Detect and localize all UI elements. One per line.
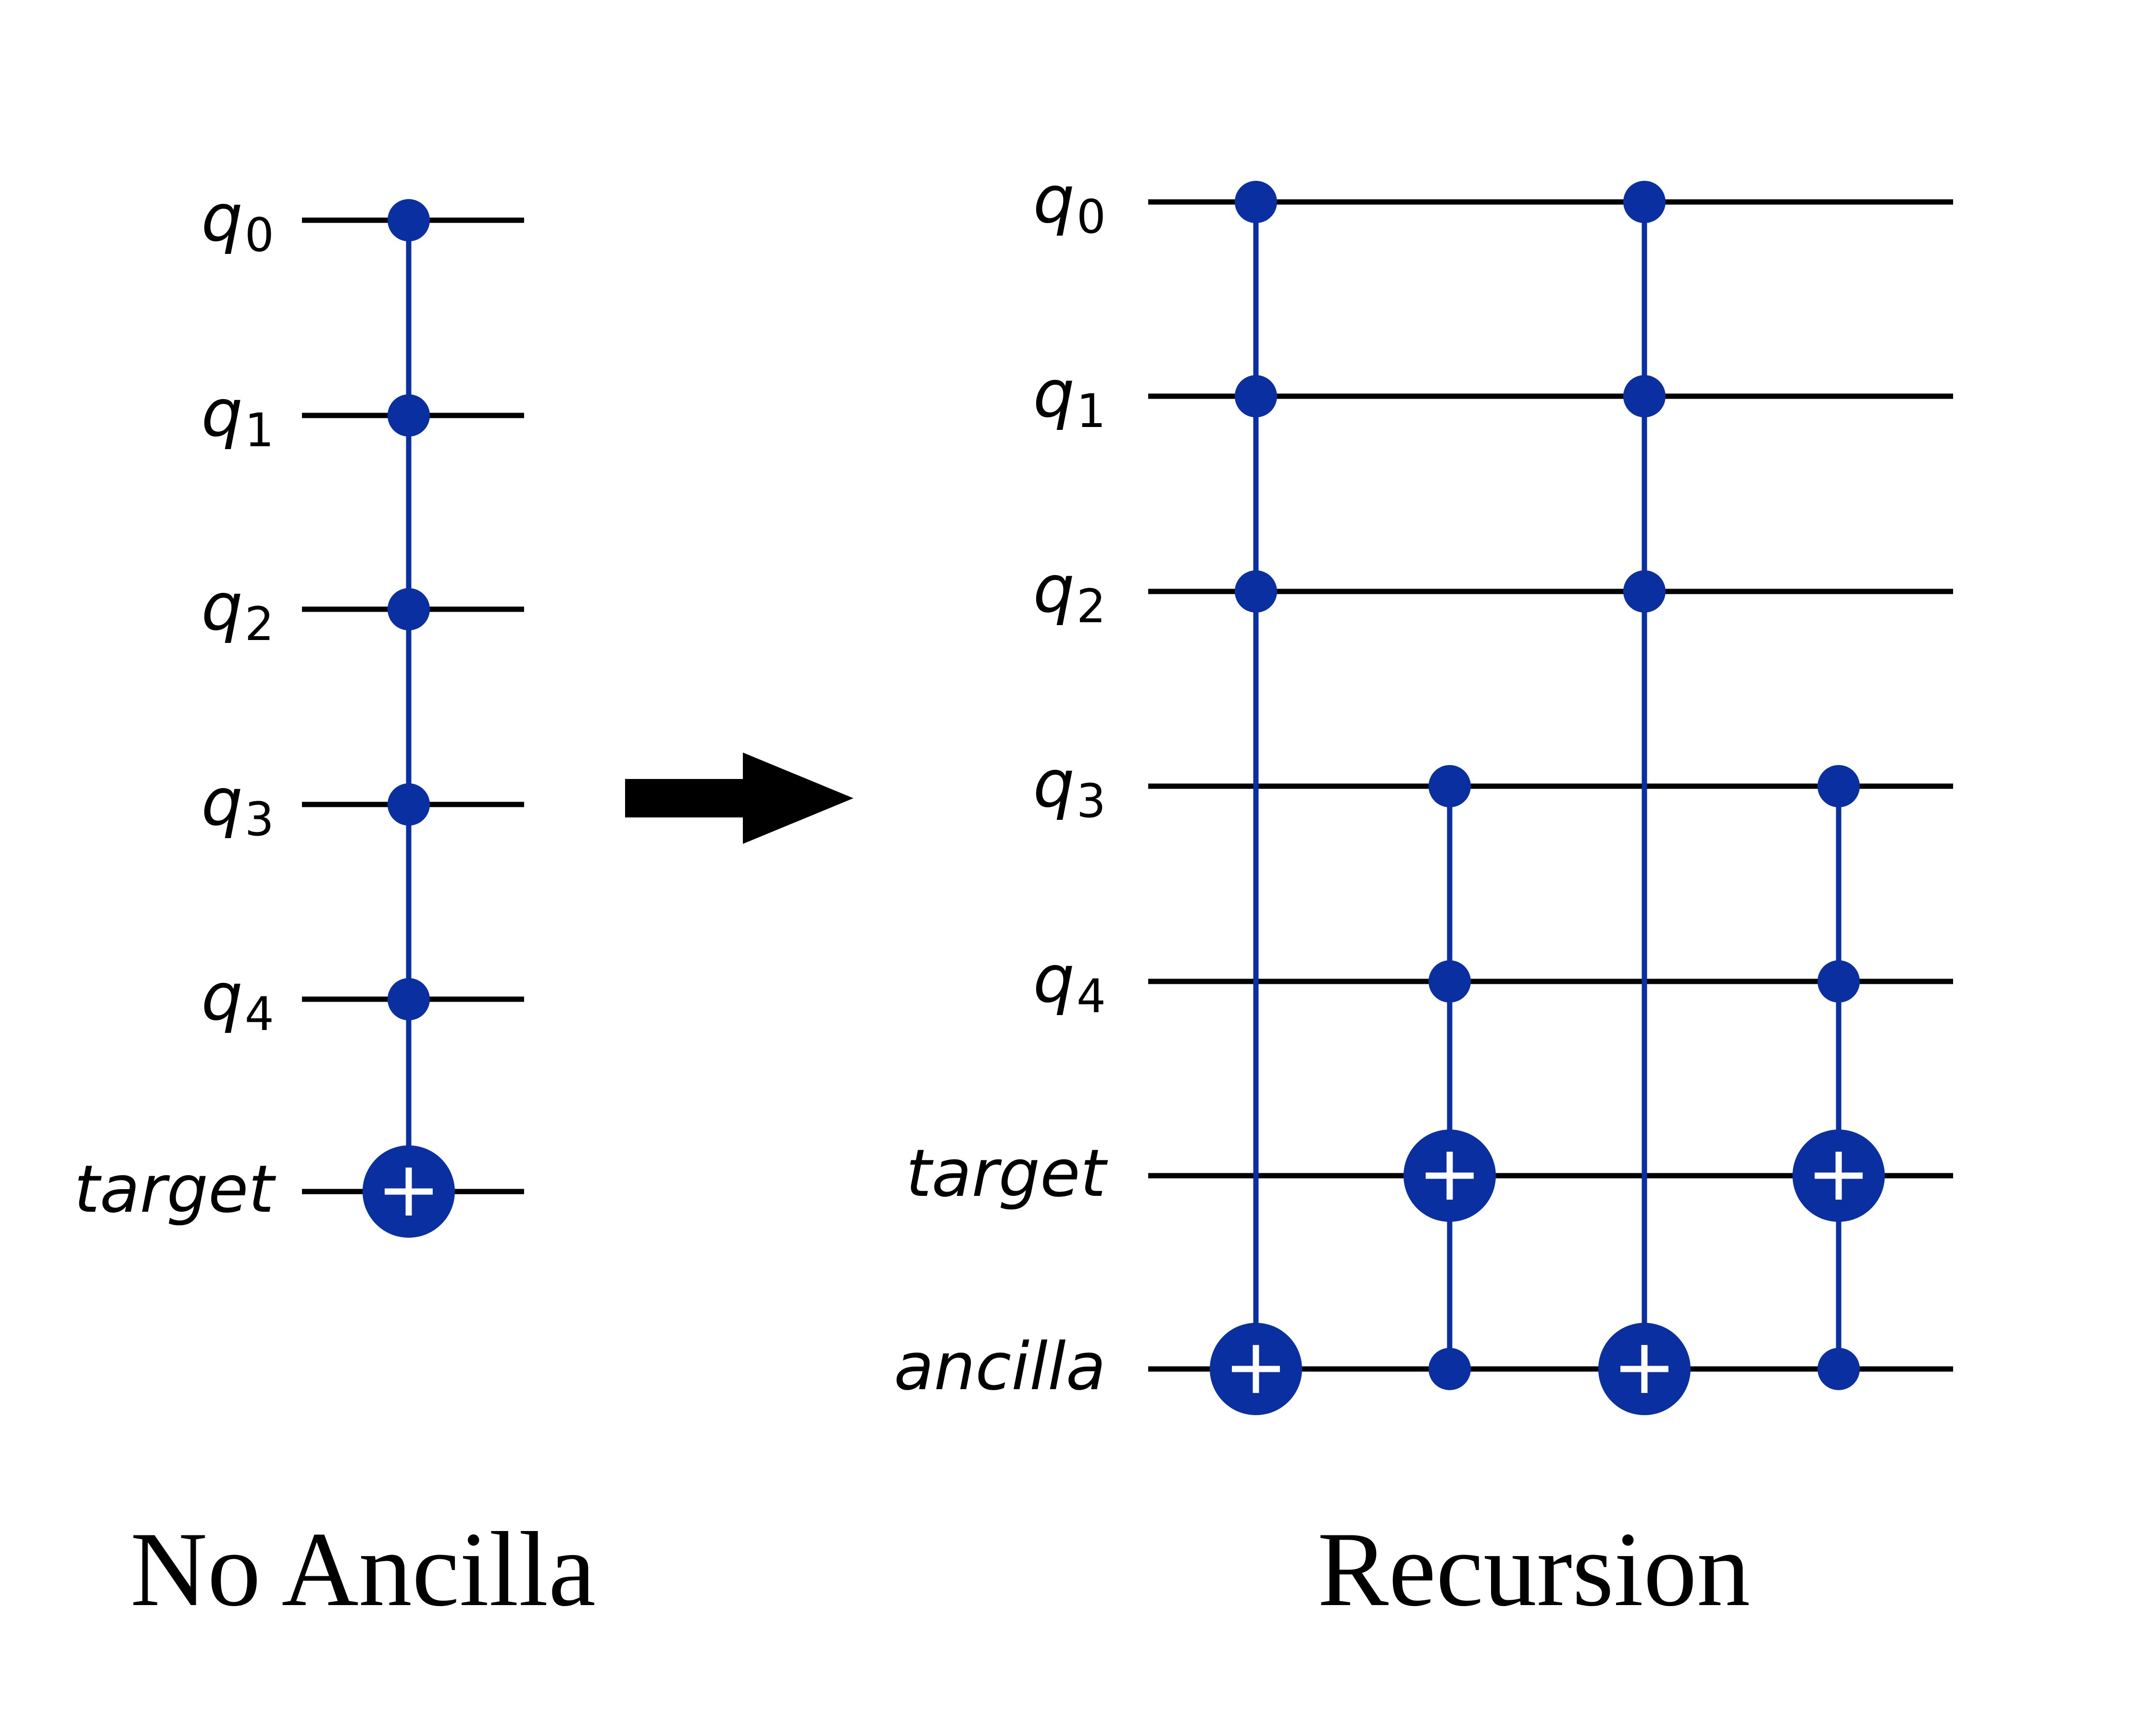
control-dot-q0 [1235,181,1277,223]
right-wire-label-q1: q1 [1033,356,1106,438]
target-xor-icon [1210,1323,1302,1415]
left-wire-label-target: target [74,1152,276,1228]
control-dot-q1 [1623,375,1666,417]
right-wire-label-target: target [906,1136,1108,1212]
target-xor-icon [363,1145,455,1238]
control-dot-q2 [1623,570,1666,613]
control-dot-ancilla [1429,1348,1471,1390]
control-dot-q4 [388,978,430,1020]
right-wire-subscript-q4: 4 [1077,969,1106,1023]
control-dot-q1 [388,394,430,437]
right-wire-label-q0: q0 [1033,162,1106,244]
left-mcx-gate [363,199,455,1238]
left-wire-subscript-q2: 2 [245,597,274,651]
right-wire-subscript-q2: 2 [1077,579,1106,633]
right-wire-label-ancilla: ancilla [894,1329,1106,1405]
control-dot-q3 [1429,765,1471,807]
control-dot-q0 [388,199,430,241]
left-wire-subscript-q1: 1 [245,403,274,457]
control-dot-q0 [1623,181,1666,223]
control-dot-q2 [388,588,430,630]
left-wire-subscript-q3: 3 [245,792,274,846]
target-xor-icon [1792,1130,1885,1222]
left-wire-label-q2: q2 [201,569,274,651]
control-dot-q4 [1818,960,1860,1003]
caption-no-ancilla: No Ancilla [130,1510,596,1629]
right-wire-label-q3: q3 [1033,746,1106,828]
right-mcx-gate-3 [1598,181,1691,1415]
left-wire-subscript-q4: 4 [245,987,274,1041]
target-xor-icon [1598,1323,1691,1415]
control-dot-q3 [388,783,430,826]
right-wire-subscript-q3: 3 [1077,774,1106,828]
target-xor-icon [1404,1130,1496,1222]
right-wire-subscript-q0: 0 [1077,190,1106,244]
control-dot-q2 [1235,570,1277,613]
control-dot-q4 [1429,960,1471,1003]
control-dot-ancilla [1818,1348,1860,1390]
right-mcx-gate-2 [1404,765,1496,1390]
right-mcx-gate-1 [1210,181,1302,1415]
left-wire-subscript-q0: 0 [245,208,274,262]
right-mcx-gate-4 [1792,765,1885,1390]
control-dot-q3 [1818,765,1860,807]
right-wire-subscript-q1: 1 [1077,384,1106,438]
caption-recursion: Recursion [1317,1510,1750,1629]
control-dot-q1 [1235,375,1277,417]
right-arrow-icon [625,753,853,844]
